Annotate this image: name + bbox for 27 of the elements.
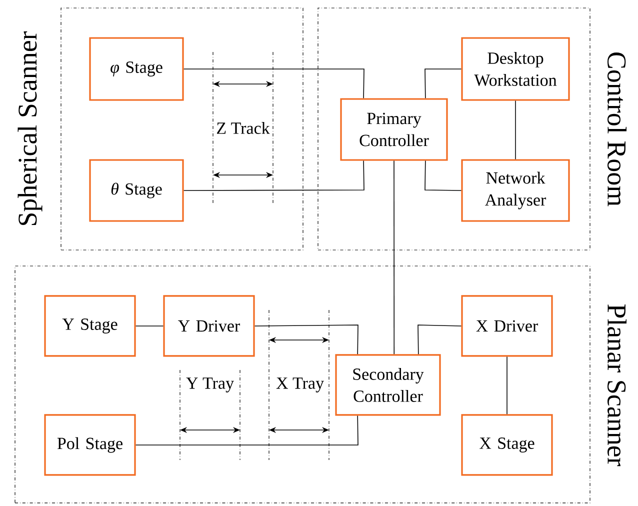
track-label: Z Track [215,121,271,135]
connector-line [183,68,364,99]
process-box: Pol Stage [44,414,136,476]
process-box: Primary Controller [340,98,448,161]
connector-line [506,356,508,415]
process-box: Network Analyser [461,159,570,222]
group-title: Control Room [608,52,626,206]
process-box: Y Driver [163,295,255,357]
process-box: Desktop Workstation [461,37,570,101]
group-title: Planar Scanner [608,304,626,466]
connector-line [515,100,516,160]
process-box: X Stage [461,414,553,476]
process-box: φ Stage [89,37,184,101]
track-label: X Tray [275,376,326,394]
connector-line [424,160,462,191]
process-box: Y Stage [44,295,136,357]
connector-line [183,160,364,191]
connector-line [424,68,462,99]
process-box: θ Stage [89,159,184,222]
connector-line [418,324,462,355]
connector-line [394,160,395,355]
track-label: Y Tray [185,376,236,394]
process-box: Secondary Controller [335,354,441,416]
group-title: Spherical Scanner [18,31,42,226]
connector-line [254,324,358,355]
connector-line [135,415,358,446]
process-box: X Driver [461,295,553,357]
